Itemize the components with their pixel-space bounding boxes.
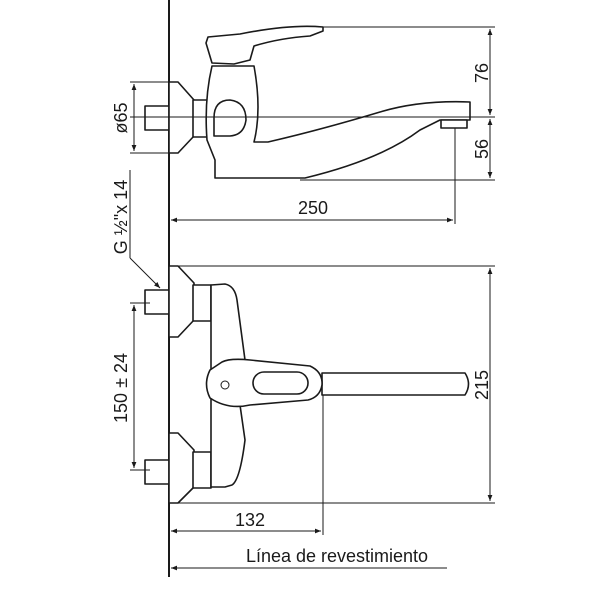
lever-reach-label: 132 [235, 510, 265, 530]
inlet-pipe-stub [144, 105, 170, 131]
spout-reach-label: 250 [298, 198, 328, 218]
thread-leader [129, 257, 161, 289]
upper-nut [192, 284, 212, 322]
front-view [129, 170, 495, 571]
body-recess [213, 99, 247, 137]
mixer-body-and-spout [205, 65, 471, 179]
upper-flange [168, 265, 195, 338]
lower-flange [168, 432, 195, 504]
flange-diameter-label: ø65 [111, 102, 131, 133]
side-view [130, 25, 495, 224]
lever-handle [205, 25, 324, 65]
lower-nut [192, 451, 212, 489]
wall-line-label: Línea de revestimiento [246, 546, 428, 566]
inlet-spacing-label: 150 ± 24 [111, 353, 131, 423]
aerator [440, 119, 468, 129]
upper-inlet-stub [144, 289, 170, 315]
height-below-label: 56 [472, 139, 492, 159]
lever-bar [321, 372, 470, 396]
thread-label: G ½"x 14 [111, 180, 131, 254]
total-height-label: 215 [472, 370, 492, 400]
lever-oval-cutout [252, 371, 309, 395]
brand-logo-icon [220, 380, 230, 390]
height-above-label: 76 [472, 63, 492, 83]
lower-inlet-stub [144, 459, 170, 485]
